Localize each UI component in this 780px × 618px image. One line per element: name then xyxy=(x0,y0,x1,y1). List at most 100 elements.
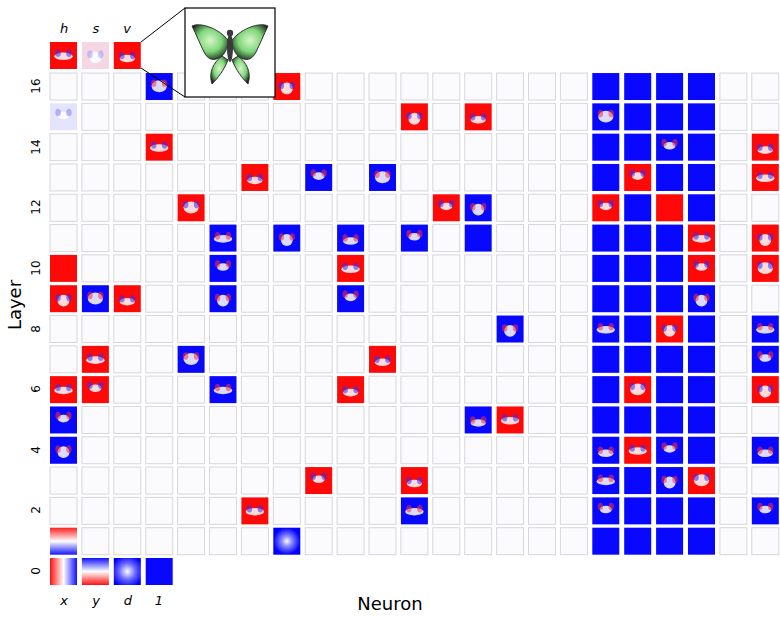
activation-cell xyxy=(720,103,747,130)
activation-cell xyxy=(241,164,268,191)
activation-cell xyxy=(433,103,460,130)
activation-cell xyxy=(401,194,428,221)
activation-cell xyxy=(146,406,173,433)
activation-cell xyxy=(465,73,492,100)
activation-cell xyxy=(720,285,747,312)
activation-cell xyxy=(560,316,587,343)
activation-cell xyxy=(210,437,237,464)
activation-cell xyxy=(592,194,619,221)
activation-cell xyxy=(688,225,715,252)
activation-cell xyxy=(688,437,715,464)
activation-cell xyxy=(720,528,747,555)
activation-cell xyxy=(752,103,779,130)
activation-cell xyxy=(720,316,747,343)
activation-cell xyxy=(433,528,460,555)
activation-cell xyxy=(433,467,460,494)
activation-cell xyxy=(337,103,364,130)
channel-label: v xyxy=(123,22,131,35)
activation-cell xyxy=(241,467,268,494)
activation-cell xyxy=(433,134,460,161)
activation-cell xyxy=(146,225,173,252)
activation-cell xyxy=(82,194,109,221)
activation-cell xyxy=(178,103,205,130)
activation-cell xyxy=(146,376,173,403)
activation-cell xyxy=(752,73,779,100)
activation-cell xyxy=(241,497,268,524)
activation-cell xyxy=(752,528,779,555)
activation-cell xyxy=(337,316,364,343)
activation-cell xyxy=(273,346,300,373)
activation-cell xyxy=(178,225,205,252)
activation-cell xyxy=(560,285,587,312)
activation-cell xyxy=(305,285,332,312)
activation-cell xyxy=(241,406,268,433)
activation-cell xyxy=(82,497,109,524)
activation-cell xyxy=(624,497,651,524)
activation-cell xyxy=(82,103,109,130)
activation-cell xyxy=(369,497,396,524)
activation-cell xyxy=(529,406,556,433)
activation-cell xyxy=(82,225,109,252)
activation-cell xyxy=(210,528,237,555)
activation-cell xyxy=(529,316,556,343)
activation-cell xyxy=(114,285,141,312)
activation-cell xyxy=(114,194,141,221)
activation-cell xyxy=(401,164,428,191)
activation-cell xyxy=(656,406,683,433)
activation-cell xyxy=(50,316,77,343)
activation-cell xyxy=(273,255,300,282)
activation-cell xyxy=(178,376,205,403)
activation-cell xyxy=(592,528,619,555)
activation-cell xyxy=(656,528,683,555)
activation-cell xyxy=(497,164,524,191)
activation-cell xyxy=(752,164,779,191)
activation-cell xyxy=(401,497,428,524)
activation-cell xyxy=(50,406,77,433)
activation-cell xyxy=(624,103,651,130)
activation-cell xyxy=(369,467,396,494)
activation-cell xyxy=(720,437,747,464)
activation-cell xyxy=(560,437,587,464)
input-label: 1 xyxy=(155,594,163,607)
activation-cell xyxy=(369,406,396,433)
activation-cell xyxy=(178,285,205,312)
activation-cell xyxy=(178,528,205,555)
activation-cell xyxy=(50,164,77,191)
activation-cell xyxy=(401,406,428,433)
activation-cell xyxy=(50,103,77,130)
tick-label: 2 xyxy=(30,507,42,515)
activation-cell xyxy=(465,346,492,373)
activation-cell xyxy=(433,285,460,312)
activation-cell xyxy=(656,285,683,312)
activation-cell xyxy=(497,528,524,555)
activation-cell xyxy=(337,497,364,524)
activation-cell xyxy=(305,255,332,282)
activation-cell xyxy=(114,528,141,555)
activation-cell xyxy=(401,73,428,100)
activation-cell xyxy=(273,376,300,403)
activation-cell xyxy=(210,467,237,494)
activation-cell xyxy=(752,194,779,221)
activation-cell xyxy=(178,437,205,464)
tick-label: 0 xyxy=(30,567,42,575)
activation-cell xyxy=(592,225,619,252)
activation-cell xyxy=(529,225,556,252)
activation-cell xyxy=(210,346,237,373)
activation-cell xyxy=(592,376,619,403)
activation-cell xyxy=(114,255,141,282)
activation-cell xyxy=(465,528,492,555)
activation-cell xyxy=(560,103,587,130)
activation-cell xyxy=(146,467,173,494)
activation-cell xyxy=(146,255,173,282)
activation-cell xyxy=(210,406,237,433)
activation-cell xyxy=(401,528,428,555)
activation-cell xyxy=(656,164,683,191)
activation-cell xyxy=(752,497,779,524)
activation-cell xyxy=(305,376,332,403)
activation-cell xyxy=(337,225,364,252)
activation-cell xyxy=(50,285,77,312)
activation-cell xyxy=(146,497,173,524)
activation-cell xyxy=(752,437,779,464)
activation-cell xyxy=(114,376,141,403)
activation-cell xyxy=(82,255,109,282)
